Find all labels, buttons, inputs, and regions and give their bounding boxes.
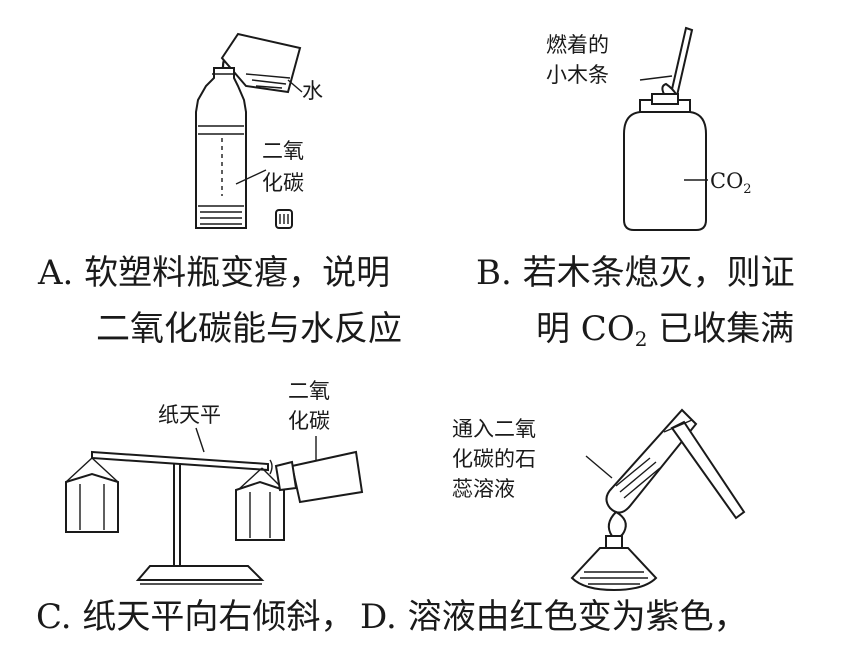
panel-d-diagram: 通入二氧 化碳的石 蕊溶液: [452, 408, 746, 592]
gas-jar: [623, 93, 707, 231]
burning-stick: [661, 26, 694, 106]
stick-leader-line: [639, 75, 673, 81]
caption-d: D. 溶液由红色变为紫色，: [360, 597, 748, 637]
test-tube: [605, 408, 698, 514]
left-paper-box: [65, 472, 119, 533]
alcohol-lamp: [570, 535, 658, 592]
label-co2-c-1: 二氧: [288, 379, 330, 403]
test-tube-holder: [663, 419, 746, 520]
caption-b-line2: 明 CO2 已收集满: [536, 309, 794, 351]
balance-stand: [173, 457, 181, 567]
water-leader-line: [287, 79, 303, 93]
label-co2-c-2: 化碳: [288, 409, 330, 433]
label-water: 水: [302, 79, 323, 103]
caption-c: C. 纸天平向右倾斜，: [36, 597, 354, 637]
label-co2-a-2: 化碳: [262, 171, 304, 195]
label-stick-1: 燃着的: [546, 33, 609, 57]
panel-c-diagram: 纸天平 二氧 化碳: [65, 379, 364, 585]
plastic-bottle: [195, 67, 247, 229]
panel-a-diagram: 水 二氧 化碳: [195, 32, 323, 229]
balance-base: [135, 565, 265, 581]
co2-bottle-c: [269, 450, 364, 504]
beaker: [220, 32, 302, 94]
label-litmus-1: 通入二氧: [452, 417, 536, 441]
label-stick-2: 小木条: [546, 63, 609, 87]
right-paper-box: [235, 480, 285, 541]
label-balance: 纸天平: [158, 403, 221, 427]
balance-beam: [91, 450, 269, 472]
label-litmus-3: 蕊溶液: [452, 477, 515, 501]
label-gas: CO2: [710, 169, 752, 197]
caption-a-line2: 二氧化碳能与水反应: [96, 309, 402, 349]
label-co2-a-1: 二氧: [262, 139, 304, 163]
label-litmus-2: 化碳的石: [452, 447, 536, 471]
panel-b-diagram: 燃着的 小木条 CO2: [546, 26, 752, 231]
co2-leader-line: [235, 169, 267, 185]
balance-leader-line: [195, 427, 205, 453]
bottle-cap: [275, 209, 293, 229]
caption-b-line1: B. 若木条熄灭，则证: [476, 253, 795, 293]
caption-a-line1: A. 软塑料瓶变瘪，说明: [37, 253, 390, 293]
flame: [607, 510, 627, 539]
litmus-leader-line: [585, 455, 613, 479]
